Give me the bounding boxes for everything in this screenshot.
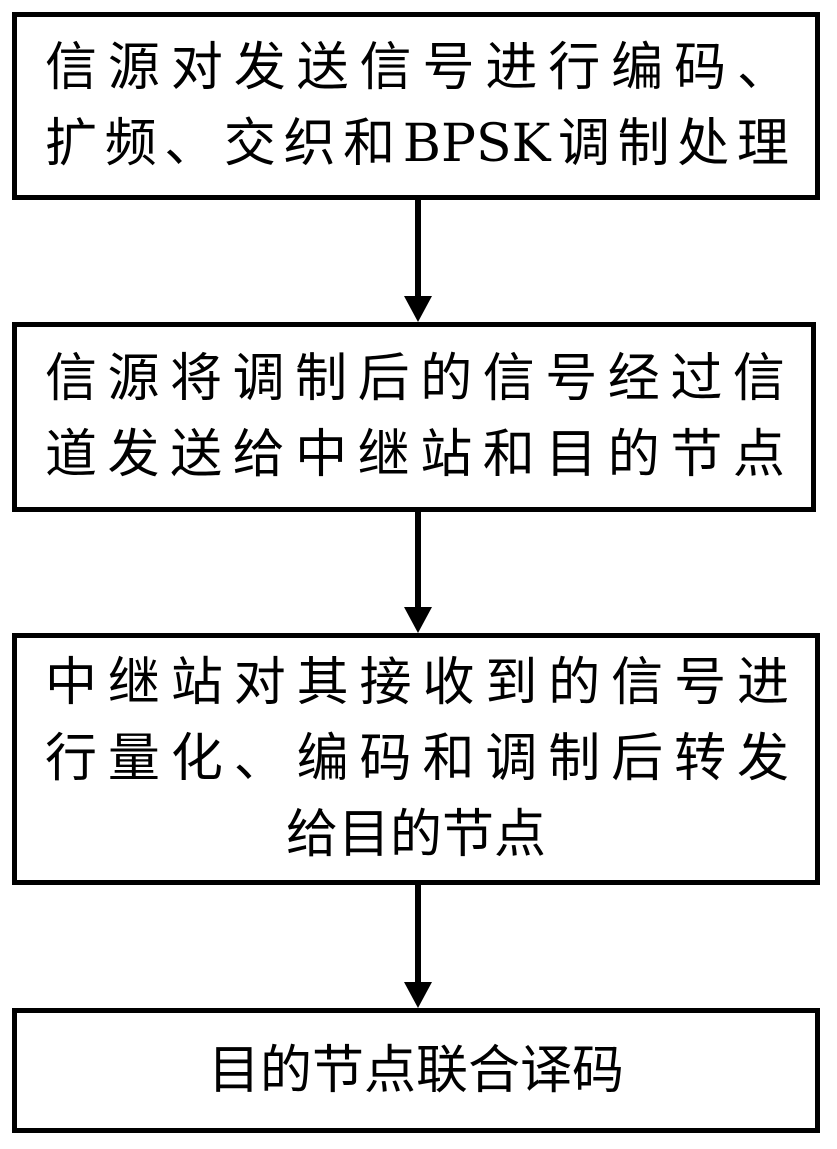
- node-step-1-line-1-char: 号: [422, 38, 475, 98]
- node-step-3-line-2-char: 转: [674, 729, 727, 789]
- node-step-3-line-2-char: 和: [422, 729, 475, 789]
- node-step-2-line-1-char: 经: [607, 349, 660, 409]
- node-step-4-line-1: 目的节点联合译码: [207, 1040, 624, 1101]
- node-step-2-line-1-char: 的: [420, 349, 473, 409]
- node-step-3-line-1-char: 站: [170, 653, 223, 713]
- node-step-3-line-1-char: 继: [107, 653, 160, 713]
- node-step-1-line-2-char: 扩: [45, 114, 98, 174]
- node-step-2-line-2-char: 节: [670, 425, 723, 485]
- node-step-3-line-1-char: 收: [422, 653, 475, 713]
- node-step-3-line-2-char: 后: [611, 729, 664, 789]
- node-step-2-line-2-char: 送: [170, 425, 223, 485]
- edge-1-arrowhead-icon: [404, 296, 432, 322]
- flowchart-edge-1-arrow: [404, 200, 432, 322]
- node-step-1-line-2-acronym: BPSK: [402, 114, 551, 174]
- node-step-1-line-2: 扩 频 、 交 织 和 BPSK 调 制 处 理: [17, 106, 815, 182]
- edge-3-arrowhead-icon: [404, 982, 432, 1008]
- node-step-2-line-1-char: 后: [357, 349, 410, 409]
- node-step-1-line-1-char: 信: [45, 38, 98, 98]
- node-step-2-line-1-char: 调: [232, 349, 285, 409]
- node-step-1-line-1-char: 对: [170, 38, 223, 98]
- node-step-2-line-2-char: 站: [420, 425, 473, 485]
- node-step-1-line-1-char: 送: [296, 38, 349, 98]
- node-step-3-line-2-char: 码: [359, 729, 412, 789]
- node-step-1-line-2-char: 、: [164, 114, 217, 174]
- node-step-3-line-1-char: 的: [548, 653, 601, 713]
- node-step-2-line-1-char: 信: [45, 349, 98, 409]
- node-step-3-line-2-char: 行: [45, 729, 98, 789]
- node-step-1-line-2-char: 频: [104, 114, 157, 174]
- node-step-2-line-2-char: 道: [45, 425, 98, 485]
- node-step-2-line-2-char: 发: [107, 425, 160, 485]
- node-step-1-line-2-char: 处: [677, 114, 730, 174]
- node-step-2-line-2-char: 的: [607, 425, 660, 485]
- edge-2-arrowhead-icon: [404, 607, 432, 633]
- node-step-1-line-1-char: 发: [233, 38, 286, 98]
- node-step-3-line-2-char: 发: [736, 729, 789, 789]
- node-step-3-line-2-char: 调: [485, 729, 538, 789]
- flowchart-edge-3-arrow: [404, 885, 432, 1008]
- flowchart-edge-2-arrow: [404, 512, 432, 633]
- edge-3-shaft: [415, 885, 421, 986]
- node-step-2-line-1-char: 制: [295, 349, 348, 409]
- node-step-1-line-2-char: 制: [617, 114, 670, 174]
- node-step-2-line-2-char: 和: [482, 425, 535, 485]
- node-step-2-line-2-char: 点: [732, 425, 785, 485]
- node-step-2-line-1-char: 源: [107, 349, 160, 409]
- node-step-3-line-2-char: 化: [170, 729, 223, 789]
- node-step-3-line-1-char: 到: [485, 653, 538, 713]
- node-step-1-line-1-char: 行: [548, 38, 601, 98]
- edge-2-shaft: [415, 512, 421, 611]
- node-step-2-line-1: 信 源 将 调 制 后 的 信 号 经 过 信: [17, 341, 811, 417]
- node-step-1-line-1-char: 源: [107, 38, 160, 98]
- node-step-3-line-1-char: 信: [611, 653, 664, 713]
- node-step-3-line-1-char: 进: [736, 653, 789, 713]
- node-step-2-line-1-char: 将: [170, 349, 223, 409]
- node-step-2-line-1-char: 过: [670, 349, 723, 409]
- node-step-3-line-2-char: 、: [233, 729, 286, 789]
- flowchart-node-step-2: 信 源 将 调 制 后 的 信 号 经 过 信 道 发 送 给 中 继 站 和 …: [12, 322, 816, 512]
- node-step-3-line-1-char: 其: [296, 653, 349, 713]
- node-step-3-line-1-char: 中: [45, 653, 98, 713]
- node-step-1-line-2-char: 织: [283, 114, 336, 174]
- node-step-3-line-1: 中 继 站 对 其 接 收 到 的 信 号 进: [17, 645, 815, 721]
- edge-1-shaft: [415, 200, 421, 300]
- node-step-1-line-1-char: 、: [736, 38, 789, 98]
- node-step-3-line-2: 行 量 化 、 编 码 和 调 制 后 转 发: [17, 721, 815, 797]
- node-step-1-line-2-char: 交: [223, 114, 276, 174]
- node-step-1-line-2-char: 调: [558, 114, 611, 174]
- flowchart-node-step-3: 中 继 站 对 其 接 收 到 的 信 号 进 行 量 化 、 编 码 和 调 …: [12, 633, 820, 885]
- flowchart-node-step-1: 信 源 对 发 送 信 号 进 行 编 码 、 扩 频 、 交 织 和 BPSK…: [12, 12, 820, 200]
- node-step-1-line-1-char: 码: [674, 38, 727, 98]
- node-step-3-line-2-char: 编: [296, 729, 349, 789]
- node-step-2-line-1-char: 信: [482, 349, 535, 409]
- node-step-2-line-2: 道 发 送 给 中 继 站 和 目 的 节 点: [17, 417, 811, 493]
- node-step-1-line-2-char: 理: [736, 114, 789, 174]
- node-step-2-line-2-char: 目: [545, 425, 598, 485]
- node-step-3-line-3: 给目的节点: [285, 805, 546, 865]
- node-step-3-line-2-char: 量: [107, 729, 160, 789]
- node-step-1-line-2-char: 和: [343, 114, 396, 174]
- node-step-3-line-2-char: 制: [548, 729, 601, 789]
- node-step-1-line-1: 信 源 对 发 送 信 号 进 行 编 码 、: [17, 30, 815, 106]
- node-step-2-line-1-char: 号: [545, 349, 598, 409]
- node-step-3-line-1-char: 对: [233, 653, 286, 713]
- node-step-1-line-1-char: 编: [611, 38, 664, 98]
- flowchart-node-step-4: 目的节点联合译码: [12, 1008, 820, 1133]
- node-step-3-line-1-char: 接: [359, 653, 412, 713]
- node-step-2-line-2-char: 中: [295, 425, 348, 485]
- node-step-2-line-1-char: 信: [732, 349, 785, 409]
- node-step-2-line-2-char: 继: [357, 425, 410, 485]
- node-step-3-line-1-char: 号: [674, 653, 727, 713]
- node-step-1-line-1-char: 信: [359, 38, 412, 98]
- node-step-2-line-2-char: 给: [232, 425, 285, 485]
- node-step-1-line-1-char: 进: [485, 38, 538, 98]
